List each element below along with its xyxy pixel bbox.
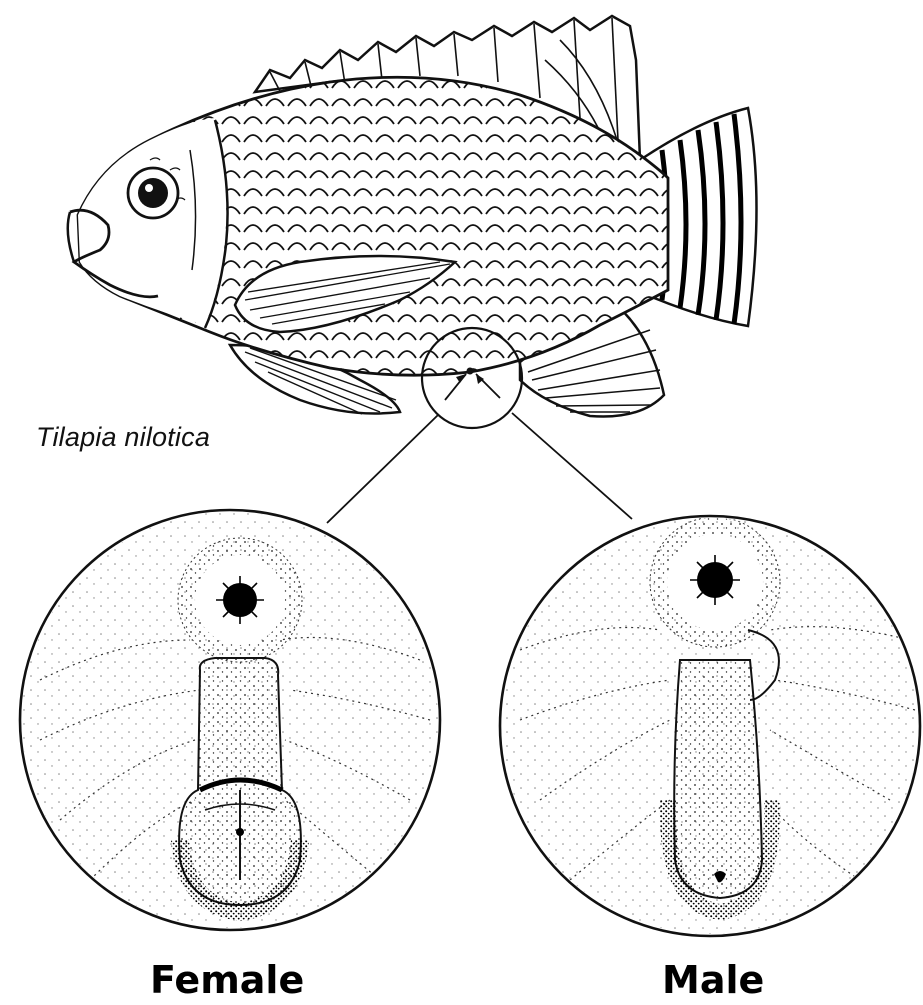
- leader-line-female: [327, 415, 438, 523]
- male-label: Male: [662, 958, 764, 1002]
- fish-illustration: [68, 16, 757, 417]
- species-name-label: Tilapia nilotica: [36, 422, 210, 453]
- male-papilla-closeup: [500, 516, 920, 936]
- fish-head: [78, 118, 226, 325]
- leader-line-male: [512, 413, 632, 519]
- female-label: Female: [150, 958, 304, 1002]
- female-papilla-closeup: [20, 510, 440, 930]
- fish-eye: [128, 168, 178, 218]
